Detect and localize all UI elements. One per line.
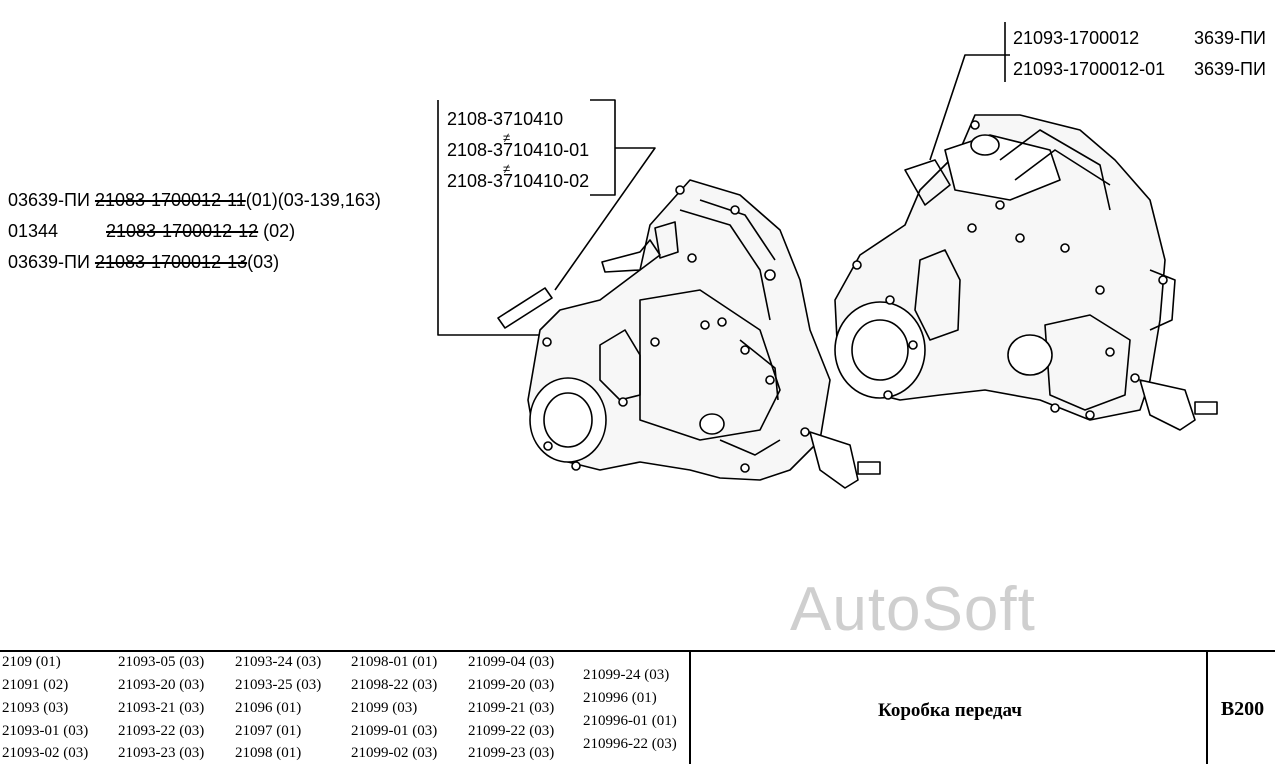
sensor-part-3: 2108-3710410-02	[447, 171, 590, 191]
interchangeable-icon: ≠	[503, 130, 511, 145]
model-item: 21099-22 (03)	[468, 723, 555, 739]
model-item: 21093-25 (03)	[235, 677, 322, 693]
model-item: 21093-01 (03)	[2, 723, 89, 739]
callout-left-2: 01344 21083-1700012-12 (02)	[8, 221, 295, 241]
top-right-part-2: 21093-1700012-01	[1013, 59, 1166, 79]
callout-prefix: 03639-ПИ	[8, 190, 90, 210]
top-right-part-1: 21093-1700012	[1013, 28, 1140, 48]
part-number: 21083-1700012-11	[94, 190, 246, 210]
page-title: Коробка передач	[877, 700, 1022, 721]
part-number: 21083-1700012-12	[106, 221, 259, 241]
model-item: 21093-05 (03)	[118, 654, 205, 670]
divider	[1206, 652, 1208, 764]
interchangeable-icon: ≠	[503, 161, 511, 176]
model-item: 210996 (01)	[583, 690, 657, 706]
gearbox-illustration	[437, 22, 1218, 489]
section-code: B200	[1220, 698, 1265, 720]
model-item: 21099-21 (03)	[468, 700, 555, 716]
model-item: 21097 (01)	[235, 723, 302, 739]
callout-suffix: (01)(03-139,163)	[245, 190, 381, 210]
model-item: 210996-22 (03)	[583, 736, 677, 752]
model-item: 21093-21 (03)	[118, 700, 205, 716]
top-right-code-1: 3639-ПИ	[1194, 28, 1266, 48]
watermark: AutoSoft	[790, 575, 1036, 644]
model-item: 21093-20 (03)	[118, 677, 205, 693]
model-item: 21093-02 (03)	[2, 745, 89, 761]
model-item: 21093 (03)	[2, 700, 69, 716]
callout-suffix: (02)	[258, 221, 296, 241]
top-right-code-2: 3639-ПИ	[1194, 59, 1266, 79]
model-item: 21099-24 (03)	[583, 667, 670, 683]
sensor-part-2: 2108-3710410-01	[447, 140, 590, 160]
part-number: 21083-1700012-13	[94, 252, 248, 272]
callout-left-1: 03639-ПИ 21083-1700012-11(01)(03-139,163…	[8, 190, 381, 210]
model-item: 2109 (01)	[2, 654, 61, 670]
model-item: 21096 (01)	[235, 700, 302, 716]
callout-prefix: 03639-ПИ	[8, 252, 90, 272]
model-item: 21098-22 (03)	[351, 677, 438, 693]
footer: 2109 (01) 21091 (02) 21093 (03) 21093-01…	[0, 650, 1275, 764]
model-item: 21093-24 (03)	[235, 654, 322, 670]
model-item: 21091 (02)	[2, 677, 69, 693]
sensor-part-1: 2108-3710410	[447, 109, 564, 129]
model-item: 21098 (01)	[235, 745, 302, 761]
model-item: 21099 (03)	[351, 700, 418, 716]
model-item: 21093-23 (03)	[118, 745, 205, 761]
model-item: 21099-04 (03)	[468, 654, 555, 670]
divider	[689, 652, 691, 764]
model-item: 210996-01 (01)	[583, 713, 677, 729]
model-item: 21099-01 (03)	[351, 723, 438, 739]
callout-suffix: (03)	[247, 252, 280, 272]
callout-left-3: 03639-ПИ 21083-1700012-13(03)	[8, 252, 279, 272]
model-item: 21099-23 (03)	[468, 745, 555, 761]
model-item: 21098-01 (01)	[351, 654, 438, 670]
model-item: 21099-02 (03)	[351, 745, 438, 761]
callout-prefix: 01344	[8, 221, 59, 241]
model-item: 21093-22 (03)	[118, 723, 205, 739]
model-item: 21099-20 (03)	[468, 677, 555, 693]
